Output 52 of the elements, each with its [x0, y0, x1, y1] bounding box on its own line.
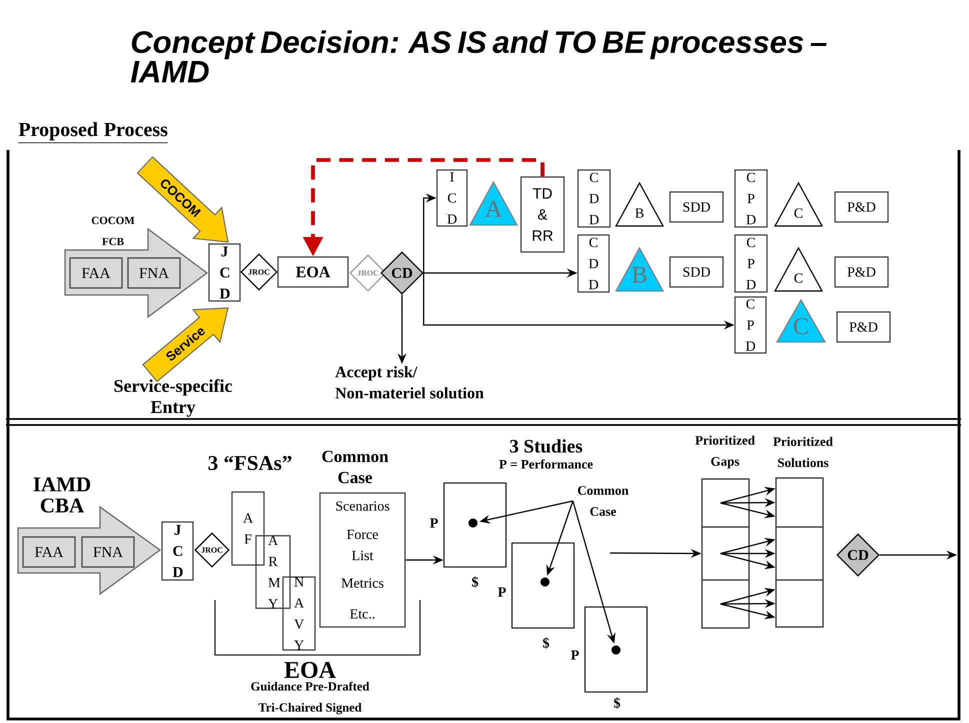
node-label: P — [498, 587, 506, 597]
process-box: C D D — [577, 169, 611, 228]
data-point — [612, 646, 621, 654]
table-cell — [701, 526, 750, 581]
list-box: Common Case Scenarios Force List Metrics Etc.. — [319, 450, 406, 628]
note-text: Common Case — [578, 486, 628, 516]
process-box: FNA — [81, 536, 135, 568]
process-box: EOA — [277, 256, 349, 288]
node-label: $ — [543, 637, 550, 649]
process-box: FNA — [127, 257, 181, 289]
title: Concept Decision: AS IS and TO BE processes – IAMD — [130, 30, 827, 82]
caption-text: P = Performance — [499, 459, 593, 469]
process-box: P&D — [834, 256, 889, 288]
process-box: FAA — [22, 536, 76, 568]
node-label: IAMD — [34, 477, 90, 492]
process-box: SDD — [669, 191, 724, 223]
node-label: $ — [472, 576, 478, 588]
group-heading: 3 “FSAs” — [208, 456, 292, 470]
process-box: C P D — [734, 169, 768, 228]
process-box: A R M Y — [255, 535, 291, 609]
section-heading: Proposed Process — [18, 122, 168, 144]
process-box: A F — [231, 491, 265, 566]
table-cell — [701, 478, 750, 528]
process-box: I C D — [436, 169, 468, 227]
table-cell — [775, 526, 824, 581]
table-cell — [775, 579, 824, 628]
node-label: $ — [614, 697, 620, 709]
process-box: C D D — [577, 234, 610, 293]
node-label: P — [570, 650, 579, 660]
process-box: P&D — [836, 311, 891, 343]
process-box: C P D — [734, 296, 767, 354]
process-box: FAA — [69, 257, 123, 289]
node-label: Common Case — [322, 450, 388, 484]
group-heading: 3 Studies — [510, 439, 582, 453]
table-cell — [701, 579, 750, 629]
caption-text: Guidance Pre-Drafted Tri-Chaired Signed — [251, 682, 370, 714]
group-heading: EOA — [284, 662, 336, 678]
process-box: TD & RR — [520, 176, 565, 253]
data-point — [540, 578, 550, 586]
table-cell — [775, 477, 824, 528]
node-label: P — [430, 518, 438, 528]
process-box: C P D — [734, 234, 768, 293]
node-label: COCOM — [92, 216, 134, 224]
data-point — [468, 518, 478, 528]
node-label: Prioritized Solutions — [773, 436, 833, 468]
process-box: SDD — [669, 256, 724, 288]
process-box: N A V Y — [282, 576, 316, 651]
note-text: Accept risk/ Non-materiel solution — [335, 366, 484, 398]
process-box: J C D — [208, 243, 241, 302]
process-box: P&D — [834, 191, 889, 223]
node-label: Prioritized Gaps — [695, 436, 755, 468]
process-box: J C D — [161, 521, 194, 581]
